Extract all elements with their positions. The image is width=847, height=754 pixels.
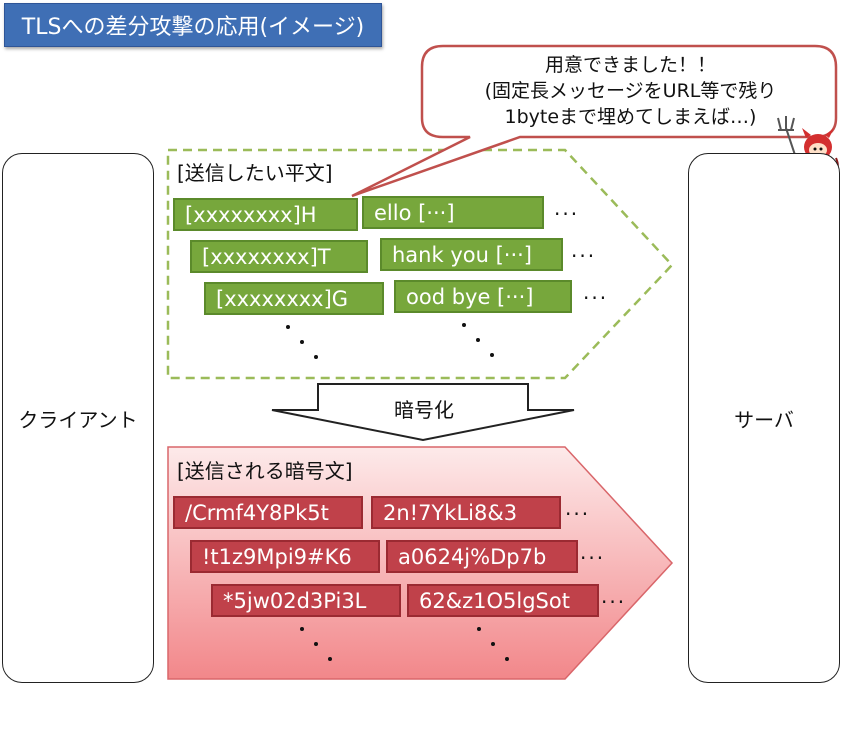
speech-bubble-text: 用意できました！！ (固定長メッセージをURL等で残り 1byteまで埋めてしま… xyxy=(428,52,833,130)
client-panel: クライアント xyxy=(2,153,154,683)
ellipsis: ··· xyxy=(554,202,580,226)
plaintext-cell: [xxxxxxxx]G xyxy=(204,282,384,315)
bubble-line: 1byteまで埋めてしまえば…) xyxy=(504,106,757,128)
server-panel: サーバ xyxy=(688,153,840,683)
vertical-ellipsis-dot xyxy=(476,338,480,342)
plaintext-cell: [xxxxxxxx]H xyxy=(173,198,358,231)
ellipsis: ··· xyxy=(580,546,606,570)
plaintext-cell: hank you [···] xyxy=(380,238,563,271)
bubble-line: (固定長メッセージをURL等で残り xyxy=(484,80,777,102)
encrypt-label: 暗号化 xyxy=(394,398,454,422)
server-label: サーバ xyxy=(734,407,794,432)
ciphertext-cell: a0624j%Dp7b xyxy=(386,540,578,573)
plaintext-cell: ello [···] xyxy=(362,196,544,229)
ellipsis: ··· xyxy=(583,286,609,310)
plaintext-heading: [送信したい平文] xyxy=(177,161,333,185)
vertical-ellipsis-dot xyxy=(328,657,332,661)
vertical-ellipsis-dot xyxy=(505,657,509,661)
vertical-ellipsis-dot xyxy=(300,340,304,344)
ciphertext-cell: 2n!7YkLi8&3 xyxy=(371,496,561,529)
vertical-ellipsis-dot xyxy=(286,325,290,329)
slide-title: TLSへの差分攻撃の応用(イメージ) xyxy=(4,3,382,47)
client-label: クライアント xyxy=(18,407,138,432)
ellipsis: ··· xyxy=(601,590,627,614)
vertical-ellipsis-dot xyxy=(462,323,466,327)
vertical-ellipsis-dot xyxy=(477,627,481,631)
ciphertext-cell: !t1z9Mpi9#K6 xyxy=(190,540,380,573)
vertical-ellipsis-dot xyxy=(490,353,494,357)
ciphertext-cell: *5jw02d3Pi3L xyxy=(211,584,401,617)
ciphertext-heading: [送信される暗号文] xyxy=(177,459,353,483)
plaintext-chevron xyxy=(166,148,674,380)
vertical-ellipsis-dot xyxy=(491,642,495,646)
ellipsis: ··· xyxy=(565,502,591,526)
encrypt-arrow xyxy=(271,383,575,442)
vertical-ellipsis-dot xyxy=(314,355,318,359)
plaintext-cell: ood bye [···] xyxy=(394,280,572,313)
plaintext-cell: [xxxxxxxx]T xyxy=(190,240,368,273)
ciphertext-cell: /Crmf4Y8Pk5t xyxy=(173,496,363,529)
speech-bubble xyxy=(351,44,838,198)
ciphertext-cell: 62&z1O5lgSot xyxy=(407,584,599,617)
bubble-line: 用意できました！！ xyxy=(544,54,716,76)
vertical-ellipsis-dot xyxy=(300,627,304,631)
vertical-ellipsis-dot xyxy=(314,642,318,646)
ellipsis: ··· xyxy=(571,244,597,268)
